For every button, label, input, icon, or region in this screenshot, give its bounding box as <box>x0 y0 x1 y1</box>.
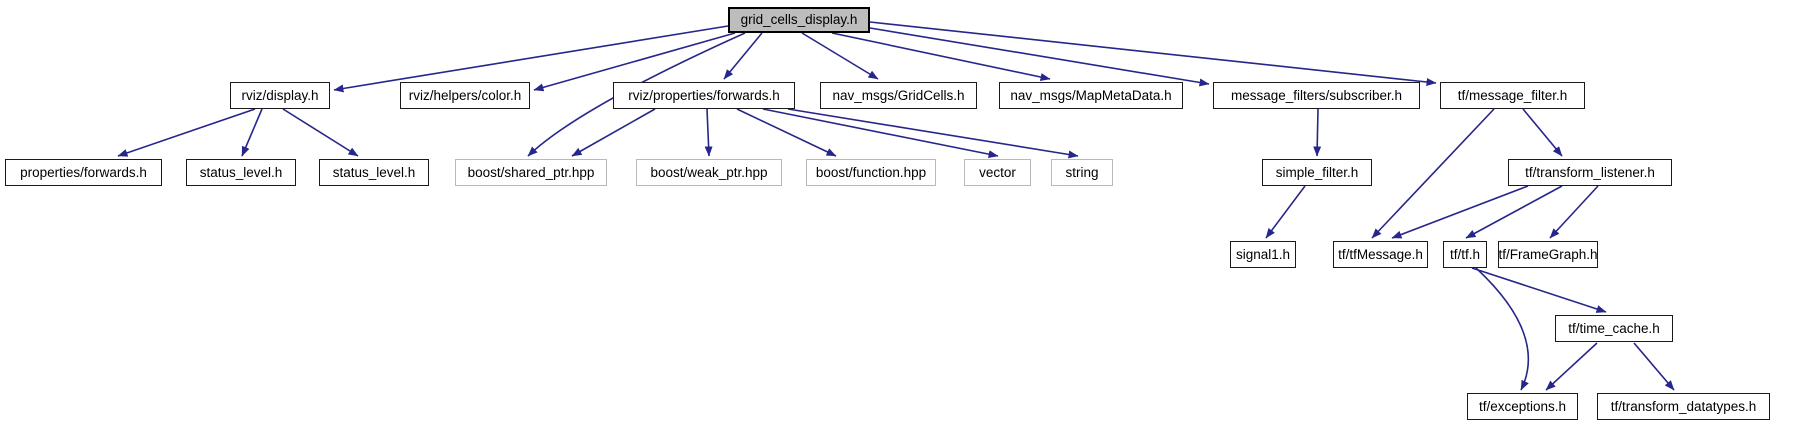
edge-grid-cells-display-h-to-tf-message-filter-h <box>869 21 1437 86</box>
graph-node-tf-exceptions-h[interactable]: tf/exceptions.h <box>1467 393 1578 420</box>
graph-node-boost-function-hpp[interactable]: boost/function.hpp <box>806 159 936 186</box>
edge-grid-cells-display-h-to-rviz-properties-forwards-h <box>723 32 763 80</box>
edge-grid-cells-display-h-to-nav-msgs-mapmetadata-h <box>831 32 1051 81</box>
graph-node-tf-time-cache-h[interactable]: tf/time_cache.h <box>1555 315 1673 342</box>
graph-node-boost-weak-ptr-hpp[interactable]: boost/weak_ptr.hpp <box>636 159 782 186</box>
edge-rviz-properties-forwards-h-to-boost-function-hpp <box>736 108 837 157</box>
edge-rviz-display-h-to-status-level-h <box>241 108 263 157</box>
graph-node-nav-msgs-mapmetadata-h[interactable]: nav_msgs/MapMetaData.h <box>999 82 1183 109</box>
edge-tf-transform-listener-h-to-tf-tfmessage-h <box>1391 185 1529 239</box>
graph-node-tf-framegraph-h[interactable]: tf/FrameGraph.h <box>1498 241 1598 268</box>
graph-node-tf-transform-datatypes-h[interactable]: tf/transform_datatypes.h <box>1597 393 1770 420</box>
edge-tf-time-cache-h-to-tf-transform-datatypes-h <box>1633 342 1675 391</box>
graph-node-simple-filter-h[interactable]: simple_filter.h <box>1262 159 1372 186</box>
edge-tf-tf-h-to-tf-exceptions-h <box>1475 267 1530 391</box>
edge-tf-transform-listener-h-to-tf-framegraph-h <box>1549 185 1599 239</box>
graph-node-rviz-helpers-color-h[interactable]: rviz/helpers/color.h <box>400 82 530 109</box>
graph-node-status-level-h[interactable]: status_level.h <box>319 159 429 186</box>
graph-node-vector[interactable]: vector <box>964 159 1031 186</box>
graph-node-tf-transform-listener-h[interactable]: tf/transform_listener.h <box>1508 159 1672 186</box>
edge-grid-cells-display-h-to-message-filters-subscriber-h <box>869 27 1210 87</box>
graph-node-nav-msgs-gridcells-h[interactable]: nav_msgs/GridCells.h <box>820 82 977 109</box>
edge-rviz-display-h-to-status-level-h <box>282 108 359 157</box>
edge-rviz-properties-forwards-h-to-boost-weak-ptr-hpp <box>704 108 713 157</box>
graph-node-grid-cells-display-h[interactable]: grid_cells_display.h <box>728 7 870 33</box>
graph-node-status-level-h[interactable]: status_level.h <box>186 159 296 186</box>
edge-rviz-display-h-to-properties-forwards-h <box>117 108 256 157</box>
edge-tf-time-cache-h-to-tf-exceptions-h <box>1545 342 1598 391</box>
edge-tf-tf-h-to-tf-time-cache-h <box>1471 267 1607 313</box>
graph-node-tf-tfmessage-h[interactable]: tf/tfMessage.h <box>1333 241 1428 268</box>
edge-tf-message-filter-h-to-tf-tfmessage-h <box>1371 108 1495 239</box>
graph-node-properties-forwards-h[interactable]: properties/forwards.h <box>5 159 162 186</box>
edge-tf-transform-listener-h-to-tf-tf-h <box>1465 185 1563 239</box>
graph-node-string[interactable]: string <box>1051 159 1113 186</box>
graph-node-rviz-properties-forwards-h[interactable]: rviz/properties/forwards.h <box>613 82 795 109</box>
edge-rviz-properties-forwards-h-to-boost-shared-ptr-hpp <box>571 108 656 157</box>
graph-node-tf-tf-h[interactable]: tf/tf.h <box>1443 241 1487 268</box>
edge-tf-message-filter-h-to-tf-transform-listener-h <box>1522 108 1563 157</box>
graph-node-boost-shared-ptr-hpp[interactable]: boost/shared_ptr.hpp <box>455 159 607 186</box>
edge-message-filters-subscriber-h-to-simple-filter-h <box>1313 108 1322 157</box>
edge-grid-cells-display-h-to-rviz-display-h <box>333 25 729 93</box>
edge-grid-cells-display-h-to-nav-msgs-gridcells-h <box>801 32 879 80</box>
edge-simple-filter-h-to-signal1-h <box>1265 185 1306 239</box>
graph-node-rviz-display-h[interactable]: rviz/display.h <box>230 82 330 109</box>
edge-rviz-properties-forwards-h-to-string <box>787 108 1079 159</box>
graph-node-message-filters-subscriber-h[interactable]: message_filters/subscriber.h <box>1213 82 1420 109</box>
edge-rviz-properties-forwards-h-to-vector <box>762 108 999 159</box>
graph-node-tf-message-filter-h[interactable]: tf/message_filter.h <box>1440 82 1585 109</box>
graph-node-signal1-h[interactable]: signal1.h <box>1230 241 1296 268</box>
